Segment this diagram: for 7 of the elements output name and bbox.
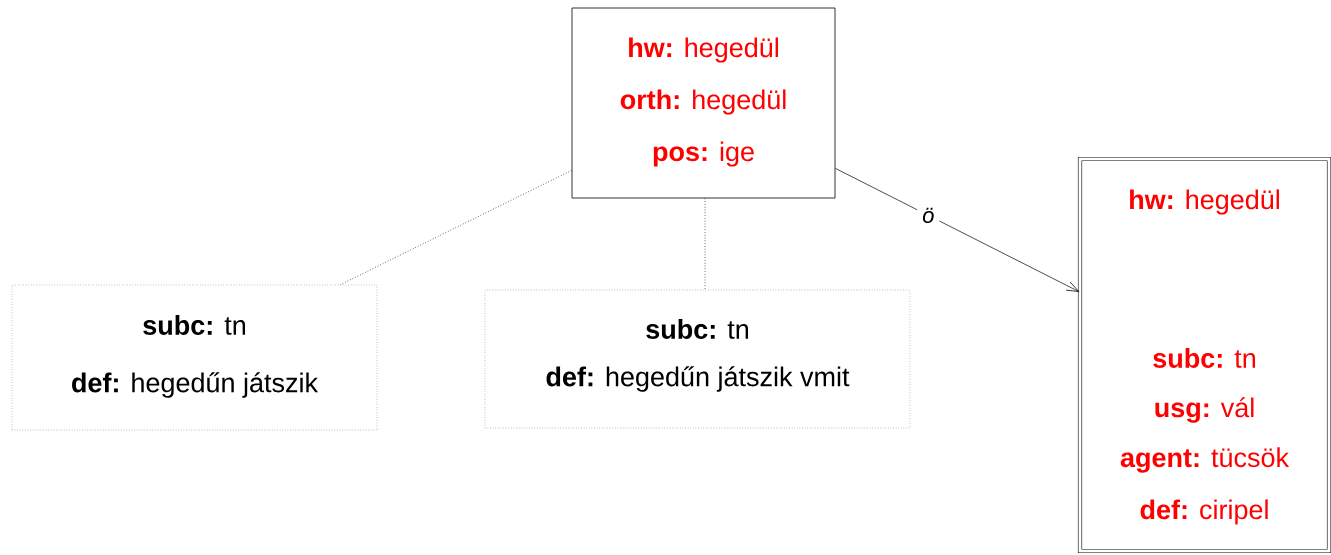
arrow bbox=[835, 168, 1080, 292]
entry-box: hw: hegedül orth: hegedül pos: ige bbox=[571, 7, 836, 199]
entry-box: subc: tn def: hegedűn játszik bbox=[11, 284, 378, 431]
connector-line bbox=[339, 170, 572, 286]
entry-box: subc: tn def: hegedűn játszik vmit bbox=[484, 289, 911, 429]
entry-box: hw: hegedül subc: tn usg: vál agent: tücsök def: ciripel bbox=[1077, 156, 1331, 554]
edge-label: ö bbox=[917, 202, 940, 228]
